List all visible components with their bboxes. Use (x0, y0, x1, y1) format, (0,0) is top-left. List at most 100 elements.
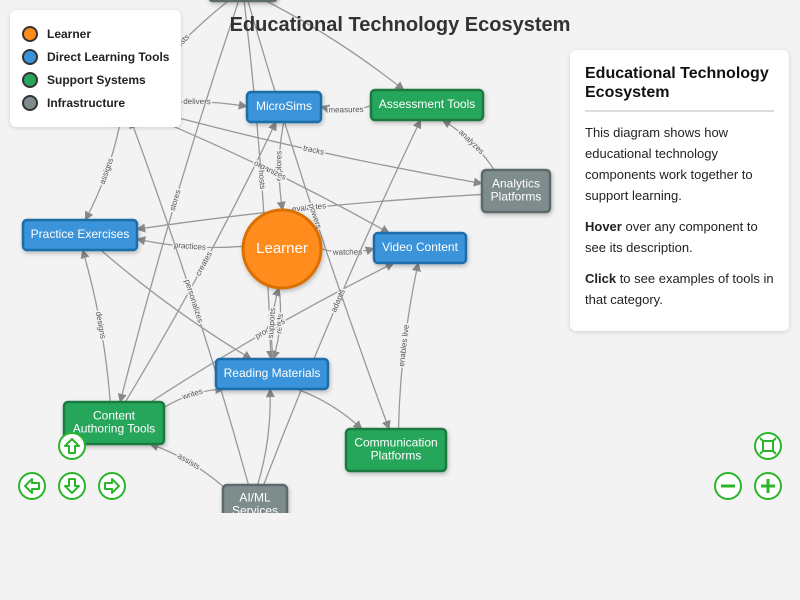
edge-line (276, 121, 286, 211)
edge-learner-practice[interactable]: practices (136, 236, 244, 253)
edge-line (129, 119, 250, 486)
edge-line (256, 388, 275, 486)
node-assessment[interactable]: Assessment Tools (369, 88, 485, 122)
edge-line (270, 287, 281, 360)
edge-lms-analytics[interactable]: tracks (146, 109, 483, 187)
edge-line (247, 0, 391, 430)
edge-line (80, 249, 111, 403)
edge-line (124, 121, 277, 403)
pan-up-button[interactable] (58, 432, 86, 460)
left-arrow-icon (24, 478, 40, 494)
node-label: Services (232, 504, 278, 513)
node-label: Practice Exercises (31, 227, 130, 241)
node-microsims[interactable]: MicroSims (245, 90, 323, 124)
edge-top-reading[interactable]: hosts (243, 0, 276, 360)
node-label: Communication (354, 436, 437, 450)
edge-line (441, 119, 495, 171)
pan-right-button[interactable] (98, 472, 126, 500)
down-arrow-icon (64, 478, 80, 494)
node-shape (245, 90, 323, 124)
legend-label: Learner (47, 27, 92, 41)
edge-label: assists (176, 451, 202, 471)
node-top[interactable] (208, 0, 278, 3)
minus-icon (721, 484, 735, 488)
node-label: Analytics (492, 177, 540, 191)
legend-item-learner: Learner (22, 26, 91, 42)
edge-communication-video[interactable]: enables live (396, 262, 421, 430)
edge-label: practices (174, 241, 207, 252)
edge-label: analyzes (457, 128, 486, 156)
edge-line (265, 0, 405, 91)
node-label: Platforms (491, 190, 542, 204)
edge-authoring-practice[interactable]: designs (80, 249, 111, 403)
page-title: Educational Technology Ecosystem (229, 14, 571, 36)
node-label: Video Content (382, 240, 459, 254)
edge-analytics-assessment[interactable]: analyzes (441, 119, 495, 171)
edge-aiml-authoring[interactable]: assists (149, 442, 224, 487)
node-shape (214, 357, 330, 391)
info-hover-hint: Hover over any component to see its desc… (585, 216, 774, 258)
zoom-out-button[interactable] (714, 472, 742, 500)
node-shape (344, 427, 448, 473)
edge-label: adapts (329, 288, 347, 314)
node-label: Authoring Tools (73, 422, 156, 436)
legend-dot (22, 49, 38, 65)
click-text: to see examples of tools in that categor… (585, 271, 774, 307)
node-shape (480, 168, 552, 214)
fit-view-button[interactable] (754, 432, 782, 460)
pan-left-button[interactable] (18, 472, 46, 500)
edge-learner-video[interactable]: watches (320, 246, 375, 258)
info-heading: Educational Technology Ecosystem (585, 64, 774, 112)
edge-reading-learner[interactable]: supports (264, 287, 281, 360)
info-click-hint: Click to see examples of tools in that c… (585, 268, 774, 310)
node-video[interactable]: Video Content (372, 231, 468, 265)
plus-icon (761, 479, 775, 493)
hover-text: over any component to see its descriptio… (585, 219, 758, 255)
edge-label: measures (328, 105, 363, 114)
pan-down-button[interactable] (58, 472, 86, 500)
edge-top-assessment[interactable] (265, 0, 405, 91)
up-arrow-icon (64, 438, 80, 454)
right-arrow-icon (104, 478, 120, 494)
edge-aiml-reading[interactable] (256, 388, 275, 486)
node-reading[interactable]: Reading Materials (214, 357, 330, 391)
edge-line (243, 0, 276, 360)
node-label: Assessment Tools (379, 97, 476, 111)
edge-microsims-learner[interactable]: explores (273, 121, 286, 211)
legend-dot (22, 95, 38, 111)
node-label: AI/ML (239, 491, 271, 505)
edge-line (117, 0, 240, 403)
node-learner[interactable]: Learner (241, 208, 323, 290)
edge-label: supports (266, 307, 277, 338)
edge-lms-practice[interactable]: assigns (84, 119, 122, 221)
fit-icon (759, 437, 777, 455)
zoom-in-button[interactable] (754, 472, 782, 500)
edge-label: assigns (98, 157, 116, 186)
legend-item-infrastructure: Infrastructure (22, 95, 125, 111)
edge-label: tracks (302, 143, 325, 156)
hover-keyword: Hover (585, 219, 622, 234)
node-shape (62, 400, 166, 446)
legend-dot (22, 26, 38, 42)
node-label: Learner (256, 240, 308, 257)
edge-line (296, 388, 363, 430)
edge-authoring-reading[interactable]: writes (163, 384, 225, 409)
edge-assessment-microsims[interactable]: measures (320, 103, 372, 116)
edge-line (84, 119, 122, 221)
edge-line (146, 114, 390, 234)
edge-label: watches (332, 248, 362, 257)
edge-label: hosts (257, 170, 267, 190)
node-practice[interactable]: Practice Exercises (21, 218, 139, 252)
info-intro: This diagram shows how educational techn… (585, 125, 753, 203)
node-shape (241, 208, 323, 290)
node-label: Platforms (371, 449, 422, 463)
network-graph[interactable]: deliversexploresmeasuresanalyzesassignse… (0, 0, 800, 513)
edge-practice-reading[interactable] (100, 249, 253, 360)
edge-reading-communication[interactable] (296, 388, 363, 430)
edge-line (397, 262, 421, 430)
